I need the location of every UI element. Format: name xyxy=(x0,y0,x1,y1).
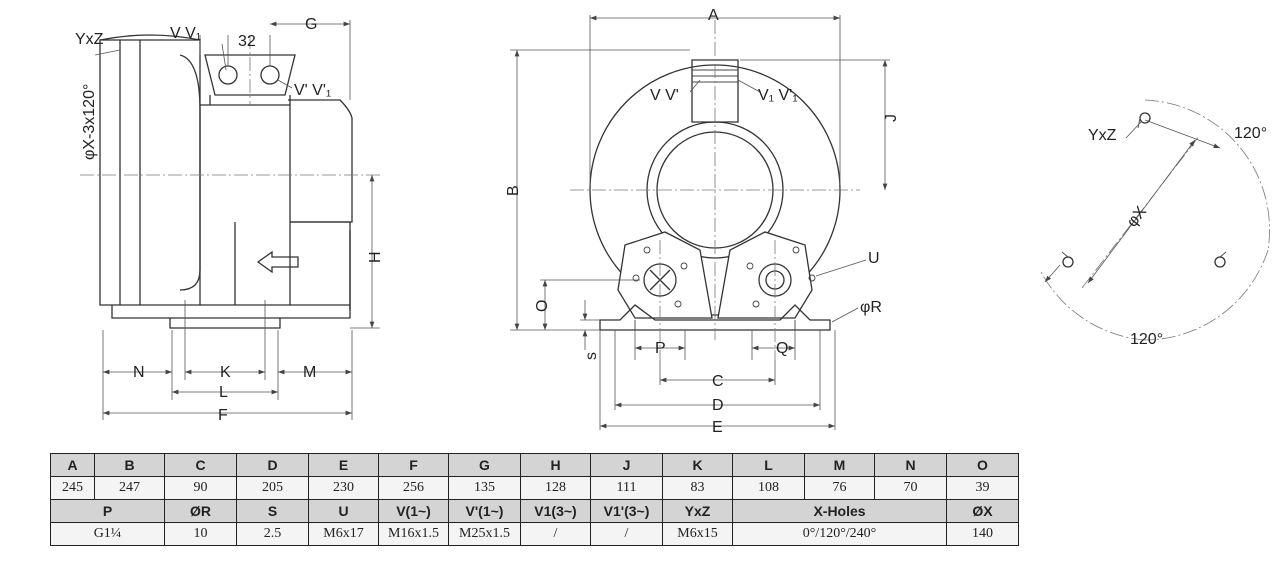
table-cell: 245 xyxy=(50,476,95,500)
label-v1-v1-prime: V₁ V'₁ xyxy=(758,87,798,104)
table-cell: 247 xyxy=(94,476,165,500)
table-cell: F xyxy=(378,453,449,477)
label-m: M xyxy=(303,364,316,381)
label-n: N xyxy=(133,364,145,381)
technical-drawing: YxZ V V₁ 32 G V' V'₁ φX-3x120° H N K M L… xyxy=(75,7,1270,436)
label-dim-32: 32 xyxy=(238,33,256,50)
table-cell: 128 xyxy=(520,476,591,500)
table-cell: H xyxy=(520,453,591,477)
label-f: F xyxy=(218,407,228,424)
label-v-prime: V' V'₁ xyxy=(294,82,331,99)
table-cell: / xyxy=(590,522,663,546)
table-cell: 90 xyxy=(164,476,237,500)
table-row-header-1: A B C D E F G H J K L M N O xyxy=(50,453,1019,477)
table-cell: M16x1.5 xyxy=(378,522,449,546)
table-cell: 2.5 xyxy=(236,522,309,546)
table-cell: 70 xyxy=(874,476,947,500)
label-yxz-left: YxZ xyxy=(75,31,104,48)
table-cell: 10 xyxy=(164,522,237,546)
table-row-values-2: G1¼ 10 2.5 M6x17 M16x1.5 M25x1.5 / / M6x… xyxy=(50,522,1019,546)
table-cell: M xyxy=(804,453,875,477)
table-cell: 135 xyxy=(448,476,521,500)
side-view: YxZ V V₁ 32 G V' V'₁ φX-3x120° H N K M L… xyxy=(75,16,384,424)
table-cell: / xyxy=(520,522,591,546)
table-cell: B xyxy=(94,453,165,477)
label-yxz-right: YxZ xyxy=(1088,127,1117,144)
table-cell: 111 xyxy=(590,476,663,500)
table-cell: M25x1.5 xyxy=(448,522,521,546)
label-a: A xyxy=(708,7,719,24)
table-cell: A xyxy=(50,453,95,477)
table-cell: O xyxy=(946,453,1019,477)
label-d: D xyxy=(712,397,724,414)
table-cell: G1¼ xyxy=(50,522,165,546)
table-cell: E xyxy=(308,453,379,477)
label-u: U xyxy=(868,250,880,267)
label-b: B xyxy=(505,185,522,196)
table-cell: 140 xyxy=(946,522,1019,546)
label-c: C xyxy=(712,373,724,390)
label-g: G xyxy=(305,16,317,33)
label-phi-x: φX xyxy=(1124,203,1151,230)
table-cell: ØX xyxy=(946,499,1019,523)
table-cell: J xyxy=(590,453,663,477)
label-p: P xyxy=(655,340,666,357)
table-cell: V1'(3~) xyxy=(590,499,663,523)
table-cell: L xyxy=(732,453,805,477)
table-cell: 230 xyxy=(308,476,379,500)
table-cell: S xyxy=(236,499,309,523)
table-cell: V1(3~) xyxy=(520,499,591,523)
table-cell: 256 xyxy=(378,476,449,500)
table-row-values-1: 245 247 90 205 230 256 135 128 111 83 10… xyxy=(50,476,1019,500)
table-cell: M6x15 xyxy=(662,522,733,546)
label-vv-prime: V V' xyxy=(650,87,679,104)
front-view: A J B V V' V₁ V'₁ U φR O s P Q C D E xyxy=(505,7,900,436)
table-cell: U xyxy=(308,499,379,523)
table-cell: C xyxy=(164,453,237,477)
table-cell: 0°/120°/240° xyxy=(732,522,947,546)
table-cell: K xyxy=(662,453,733,477)
label-k: K xyxy=(220,364,231,381)
label-h: H xyxy=(367,251,384,263)
label-phi-r: φR xyxy=(860,299,882,316)
hole-pattern-view: YxZ 120° 120° φX xyxy=(1039,99,1270,348)
table-cell: D xyxy=(236,453,309,477)
table-cell: 205 xyxy=(236,476,309,500)
table-cell: V'(1~) xyxy=(448,499,521,523)
label-o: O xyxy=(534,300,551,312)
table-cell: ØR xyxy=(164,499,237,523)
label-j: J xyxy=(883,114,900,122)
table-cell: 76 xyxy=(804,476,875,500)
table-cell: 108 xyxy=(732,476,805,500)
table-cell: M6x17 xyxy=(308,522,379,546)
label-phi-x-holes: φX-3x120° xyxy=(81,84,98,160)
table-cell: 83 xyxy=(662,476,733,500)
table-cell: N xyxy=(874,453,947,477)
table-cell: 39 xyxy=(946,476,1019,500)
table-cell: V(1~) xyxy=(378,499,449,523)
table-cell: YxZ xyxy=(662,499,733,523)
label-angle-top: 120° xyxy=(1234,125,1267,142)
table-cell: G xyxy=(448,453,521,477)
label-vv1: V V₁ xyxy=(170,25,201,42)
label-l: L xyxy=(219,384,228,401)
label-angle-bottom: 120° xyxy=(1130,331,1163,348)
label-s: s xyxy=(583,352,600,360)
label-q: Q xyxy=(776,340,788,357)
table-cell: X-Holes xyxy=(732,499,947,523)
specification-table: A B C D E F G H J K L M N O 245 247 90 2… xyxy=(50,453,1019,546)
table-cell: P xyxy=(50,499,165,523)
label-e: E xyxy=(712,419,723,436)
table-row-header-2: P ØR S U V(1~) V'(1~) V1(3~) V1'(3~) YxZ… xyxy=(50,499,1019,523)
